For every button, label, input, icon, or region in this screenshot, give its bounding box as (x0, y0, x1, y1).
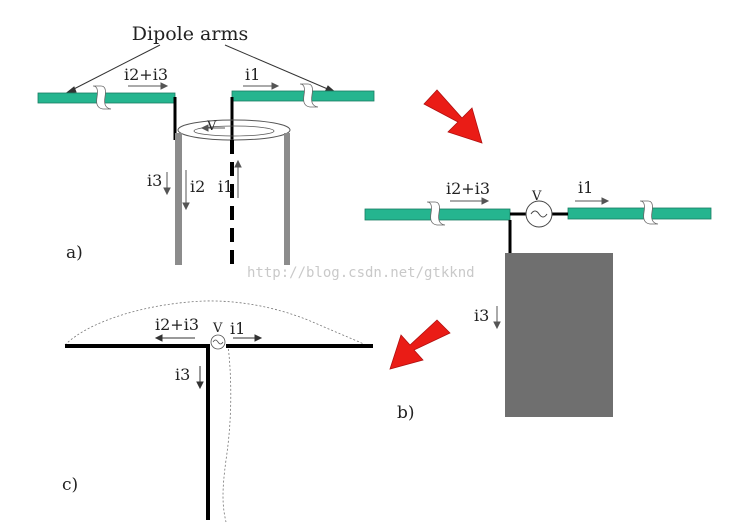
current-label-i1-inner: i1 (218, 177, 233, 196)
voltage-label: V (212, 321, 223, 336)
arm-break-symbol (639, 200, 659, 225)
current-label-sum: i2+i3 (446, 179, 490, 198)
current-label-sum: i2+i3 (124, 65, 168, 84)
transition-arrow-a-to-b (423, 89, 483, 144)
current-label-i3: i3 (147, 171, 162, 190)
current-label-i3: i3 (175, 365, 190, 384)
ground-plane-block (505, 253, 613, 417)
voltage-label: V (206, 119, 217, 134)
voltage-label: V (531, 189, 542, 204)
coax-shield-right-wall (284, 133, 290, 265)
transition-arrow-b-to-c (389, 319, 451, 370)
current-label-i2: i2 (190, 177, 205, 196)
panel-a: i2+i3 i1 V i3 i2 i1 a) (37, 65, 375, 265)
arm-break-symbol (426, 201, 446, 226)
coax-shield-left-wall (175, 133, 182, 265)
arm-break-symbol (299, 83, 319, 108)
panel-b-tag: b) (397, 403, 415, 423)
current-label-i1: i1 (245, 65, 260, 84)
right-dipole-arm (231, 90, 375, 102)
dipole-arms-title: Dipole arms (132, 23, 248, 45)
current-label-i1: i1 (230, 319, 245, 338)
arm-break-symbol (92, 85, 112, 110)
panel-a-tag: a) (66, 243, 83, 263)
panel-c: i2+i3 V i1 i3 c) (62, 300, 373, 523)
watermark-text: http://blog.csdn.net/gtkknd (247, 265, 475, 281)
current-distribution-curve (64, 300, 369, 347)
left-dipole-arm (37, 92, 176, 104)
current-distribution-curve (222, 344, 232, 523)
current-label-i3: i3 (474, 306, 489, 325)
current-label-i1: i1 (578, 178, 593, 197)
panel-c-tag: c) (62, 475, 78, 495)
right-dipole-arm (567, 207, 712, 220)
current-label-sum: i2+i3 (155, 315, 199, 334)
panel-b: i2+i3 V i1 i3 b) (364, 178, 712, 423)
